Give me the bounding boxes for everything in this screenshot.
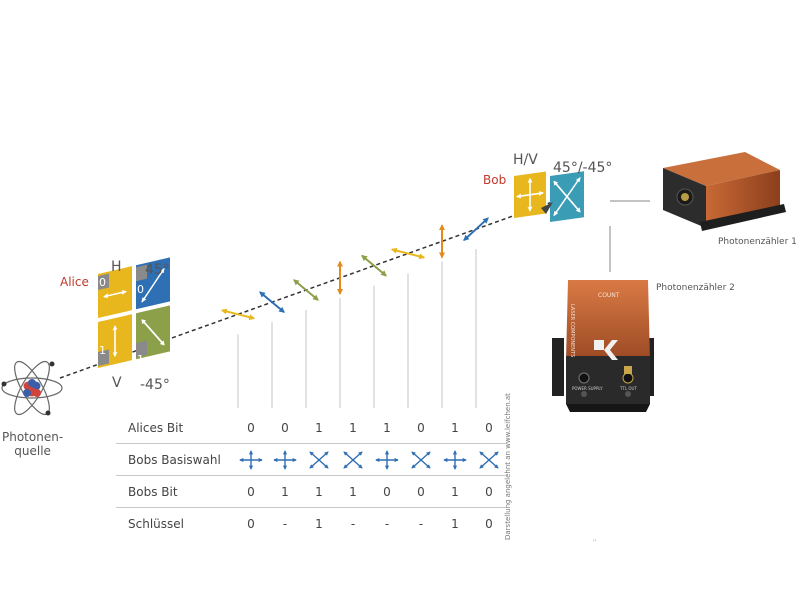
bob-label: Bob [483, 173, 507, 187]
alice-label: Alice [60, 275, 89, 289]
diagonal-minus45-arrow [141, 319, 165, 346]
basis-rectilinear-icon [239, 449, 263, 470]
table-cell [336, 443, 370, 476]
row-label: Bobs Basiswahl [116, 443, 234, 476]
alice-bit-1-minus45: 1 [137, 353, 144, 366]
alice-bit-0-h: 0 [99, 276, 106, 289]
photon-source-label: Photonen- quelle [2, 430, 63, 458]
table-cell: 0 [234, 475, 268, 508]
table-cell [438, 443, 472, 476]
basis-rectilinear-icon [375, 449, 399, 470]
table-cell: 1 [315, 420, 323, 435]
photon-polarization-arrow-5 [361, 254, 387, 277]
table-cell: 1 [451, 420, 459, 435]
counter-2-label: Photonenzähler 2 [656, 283, 735, 293]
alice-bit-1-v: 1 [99, 344, 106, 357]
photon-counter-2-device [552, 280, 654, 412]
row-label: Alices Bit [128, 420, 184, 435]
photon-counter-1-device [663, 19, 786, 231]
table-cell: 1 [438, 507, 472, 539]
photon-source-atom-icon [1, 360, 63, 416]
photon-polarization-arrow-6 [390, 247, 426, 260]
counter-2-brand: COUNT [598, 292, 620, 299]
table-cell [370, 443, 404, 476]
bob-hv-label: H/V [513, 152, 538, 168]
row-label: Schlüssel [116, 507, 234, 539]
alice-45-label: 45° [145, 262, 170, 278]
photon-polarization-arrow-8 [463, 217, 489, 241]
table-cell: 1 [383, 420, 391, 435]
svg-text:'': '' [593, 539, 597, 546]
photon-polarization-arrow-3 [293, 279, 319, 301]
table-cell: 0 [234, 507, 268, 539]
table-cell: 1 [438, 475, 472, 508]
table-cell: - [404, 507, 438, 539]
photon-polarization-arrow-1 [220, 308, 256, 321]
alice-polarizer-grid [98, 257, 170, 368]
basis-diagonal-icon [411, 450, 431, 469]
alice-h-label: H [111, 259, 122, 275]
table-cell: 0 [404, 475, 438, 508]
counter-2-ttl-label: TTL OUT [620, 386, 637, 391]
laser-components-logo-icon [594, 340, 618, 360]
counter-1-label: Photonenzähler 1 [718, 237, 797, 247]
basis-diagonal-icon [479, 450, 499, 469]
basis-diagonal-icon [309, 450, 329, 469]
table-cell: 0 [281, 420, 289, 435]
table-cell: 0 [485, 420, 493, 435]
basis-rectilinear-icon [273, 449, 297, 470]
photon-source-line1: Photonen- [2, 430, 64, 444]
alice-minus45-label: -45° [140, 377, 170, 393]
table-cell: 1 [302, 507, 336, 539]
horizontal-polarization-arrow [103, 290, 127, 299]
alice-bit-0-45: 0 [137, 283, 144, 296]
table-row: Bobs Basiswahl [116, 443, 506, 476]
table-cell: 0 [247, 420, 255, 435]
table-cell: - [370, 507, 404, 539]
basis-rectilinear-icon [443, 449, 467, 470]
basis-diagonal-icon [343, 450, 363, 469]
table-cell: 1 [302, 475, 336, 508]
table-cell [472, 443, 506, 476]
table-cell: - [268, 507, 302, 539]
table-cell: 0 [370, 475, 404, 508]
table-cell: 1 [268, 475, 302, 508]
table-cell: 0 [472, 507, 506, 539]
diagonal-45-arrow [141, 267, 165, 303]
bob-diag-label: 45°/-45° [553, 160, 613, 176]
bob-basis-filters [514, 171, 584, 222]
table-cell [302, 443, 336, 476]
table-cell: 1 [349, 420, 357, 435]
table-cell: 0 [417, 420, 425, 435]
alice-v-label: V [112, 375, 122, 391]
table-cell: - [336, 507, 370, 539]
table-row: Alices Bit 0 0 1 1 1 0 1 0 [116, 412, 506, 444]
table-cell: 1 [336, 475, 370, 508]
table-cell: 0 [472, 475, 506, 508]
photon-polarization-arrow-2 [259, 291, 285, 313]
table-cell [404, 443, 438, 476]
counter-2-vertical-text: LASER COMPONENTS [569, 304, 575, 358]
table-cell [234, 443, 268, 476]
table-cell [268, 443, 302, 476]
counter-2-power-label: POWER SUPPLY [572, 386, 603, 391]
photon-source-line2: quelle [14, 444, 51, 458]
row-label: Bobs Bit [116, 475, 234, 508]
